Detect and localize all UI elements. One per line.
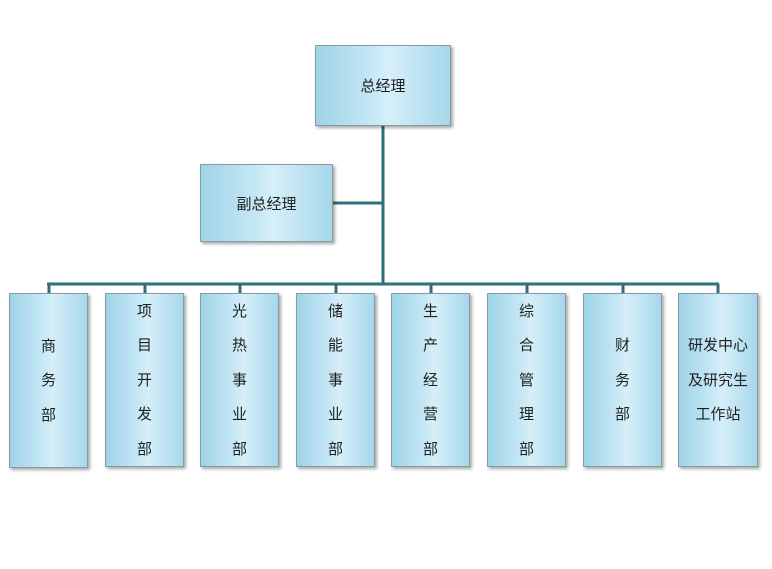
department-box-energy-storage: 储 能 事 业 部 <box>296 293 375 467</box>
department-box-finance: 财 务 部 <box>583 293 662 467</box>
department-label: 财 务 部 <box>614 336 630 424</box>
department-box-general-management: 综 合 管 理 部 <box>487 293 566 467</box>
department-label: 项 目 开 发 部 <box>136 301 152 458</box>
department-box-solar-thermal: 光 热 事 业 部 <box>200 293 279 467</box>
department-box-rnd-center: 研发中心 及研究生 工作站 <box>678 293 758 467</box>
deputy-manager-box: 副总经理 <box>200 164 333 242</box>
department-label: 商 务 部 <box>40 336 56 424</box>
department-label: 光 热 事 业 部 <box>231 301 247 458</box>
department-label: 综 合 管 理 部 <box>518 301 534 458</box>
department-label: 生 产 经 营 部 <box>422 301 438 458</box>
department-label: 储 能 事 业 部 <box>327 301 343 458</box>
general-manager-box: 总经理 <box>315 45 451 126</box>
general-manager-label: 总经理 <box>360 77 406 95</box>
department-label: 研发中心 及研究生 工作站 <box>687 336 748 424</box>
department-box-business: 商 务 部 <box>9 293 88 468</box>
department-box-project-development: 项 目 开 发 部 <box>105 293 184 467</box>
deputy-manager-label: 副总经理 <box>236 194 297 213</box>
department-box-production-operations: 生 产 经 营 部 <box>391 293 470 467</box>
